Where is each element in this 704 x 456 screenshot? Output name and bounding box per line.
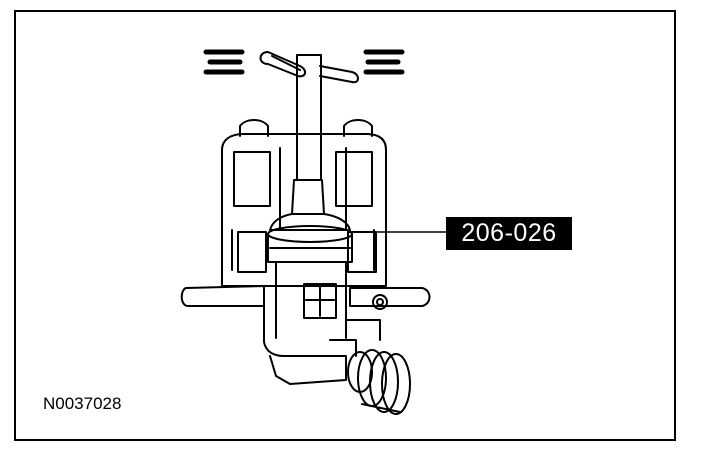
rotation-arrow-right xyxy=(363,49,405,75)
figure-id: N0037028 xyxy=(43,394,122,413)
rotation-arrow-left xyxy=(203,49,245,75)
piston-boot xyxy=(267,225,353,339)
caliper-housing xyxy=(221,119,387,287)
tool-shaft xyxy=(269,54,351,231)
tool-callout-label: 206-026 xyxy=(446,217,572,250)
mounting-flange xyxy=(180,285,431,310)
t-handle xyxy=(259,51,359,84)
caliper-lower-body xyxy=(263,305,381,385)
adjuster-spring xyxy=(347,349,411,415)
